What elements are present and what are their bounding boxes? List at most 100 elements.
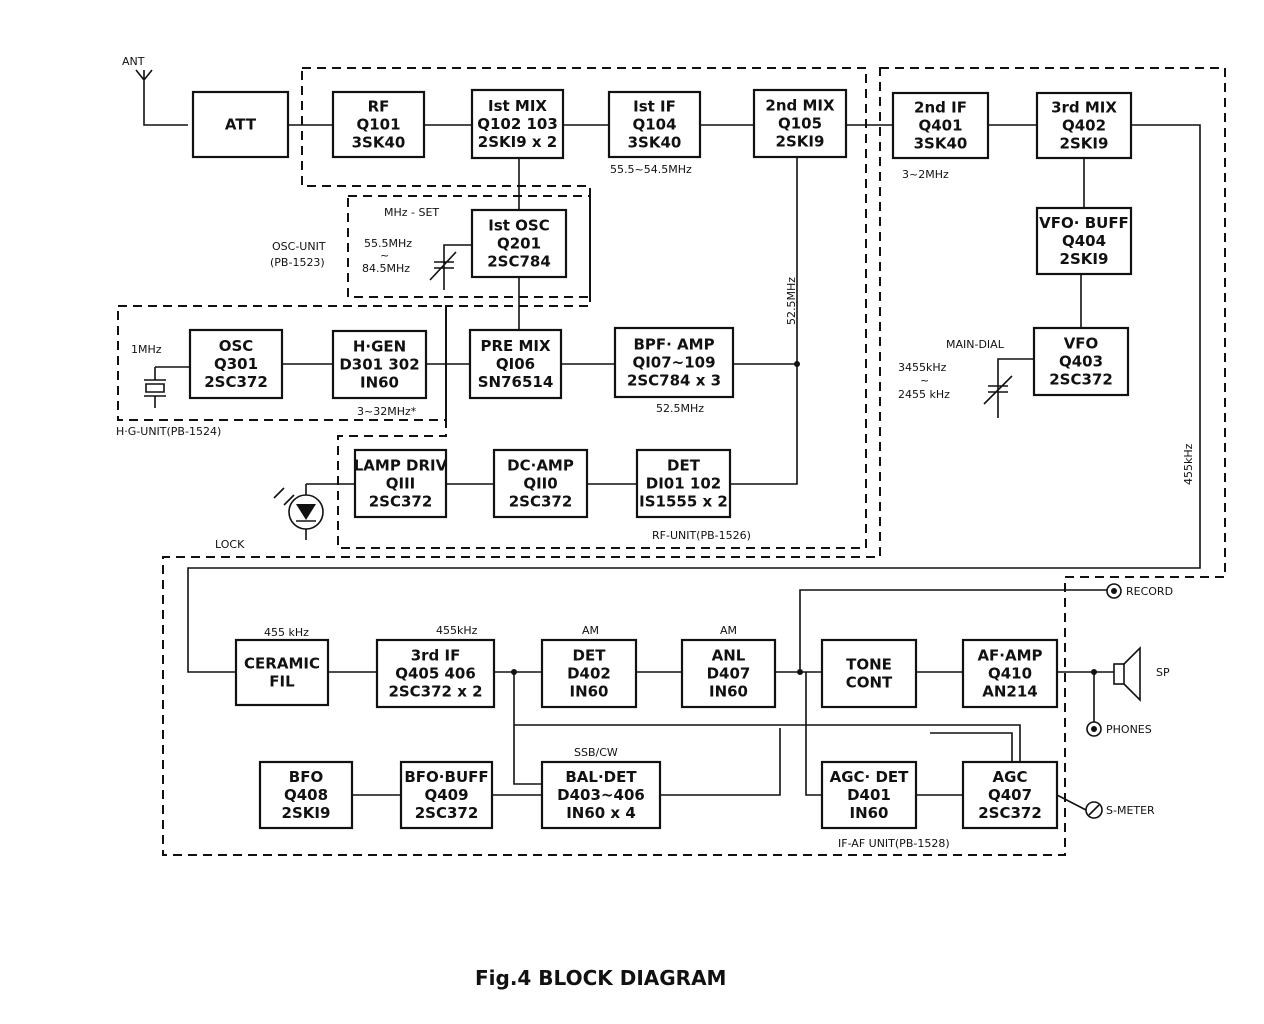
ceramic-freq-label: 455 kHz xyxy=(264,626,309,639)
block-label: BFO xyxy=(289,768,323,786)
block-box xyxy=(468,328,563,400)
block-label: Q402 xyxy=(1062,117,1106,135)
signal-wire xyxy=(1056,794,1087,811)
block-label: 2SC372 xyxy=(1049,371,1113,389)
block-label: DET xyxy=(667,457,701,475)
mhz-set-label: MHz - SET xyxy=(384,206,439,219)
block-label: BAL·DET xyxy=(565,768,637,786)
block-label: DET xyxy=(573,647,607,665)
block-label: D407 xyxy=(707,665,751,683)
block-label: Ist OSC xyxy=(488,217,549,235)
block-label: BPF· AMP xyxy=(633,336,714,354)
block-label: 3rd IF xyxy=(411,647,461,665)
unit-outlines xyxy=(117,67,1226,856)
block-box xyxy=(613,326,735,399)
block-label: Q408 xyxy=(284,786,328,804)
rf-unit-outline xyxy=(301,67,867,549)
hg-unit-outline xyxy=(117,305,447,421)
block-label: 2SC372 xyxy=(204,373,268,391)
block-label: Q104 xyxy=(632,116,676,134)
block-label: 3rd MIX xyxy=(1051,99,1117,117)
hg-unit-label: H·G-UNIT(PB-1524) xyxy=(116,425,221,438)
block-label: D401 xyxy=(847,786,891,804)
osc-range-high: 55.5MHz xyxy=(364,237,412,250)
block-label: 2SKI9 xyxy=(282,804,331,822)
block-label: SN76514 xyxy=(478,373,554,391)
block-label: Q201 xyxy=(497,235,541,253)
main-dial-label: MAIN-DIAL xyxy=(946,338,1005,351)
block-label: CERAMIC xyxy=(244,655,320,673)
block-box xyxy=(635,448,732,519)
block-label: 2SKI9 xyxy=(776,133,825,151)
block-box xyxy=(399,760,494,830)
speaker-icon xyxy=(1113,646,1141,702)
block-label: Q404 xyxy=(1062,232,1106,250)
block-box xyxy=(752,88,848,159)
block-label: 2SC784 x 3 xyxy=(627,372,721,390)
block-label: D301 302 xyxy=(339,356,419,374)
am-label-anl: AM xyxy=(720,624,737,637)
lock-label: LOCK xyxy=(215,538,245,551)
figure-caption: Fig.4 BLOCK DIAGRAM xyxy=(475,966,726,990)
block-att: ATT xyxy=(191,90,290,159)
junction-dot xyxy=(794,361,800,367)
if2-freq-label: 3~2MHz xyxy=(902,168,949,181)
block-label: Q101 xyxy=(356,116,400,134)
block-box xyxy=(191,90,290,159)
block-label: D402 xyxy=(567,665,611,683)
block-box xyxy=(1032,326,1130,397)
if-af-unit-outline xyxy=(162,67,1226,856)
block-label: Q105 xyxy=(778,115,822,133)
block-box xyxy=(607,90,702,159)
signal-wire xyxy=(930,732,1013,762)
block-label: AGC· DET xyxy=(830,768,910,786)
block-label: 2SC372 x 2 xyxy=(388,683,482,701)
block-label: QII0 xyxy=(523,475,557,493)
block-label: Q301 xyxy=(214,355,258,373)
block-label: IN60 x 4 xyxy=(566,804,636,822)
block-label: IN60 xyxy=(849,804,888,822)
signal-wire xyxy=(799,589,1107,672)
block-label: ANL xyxy=(712,647,746,665)
junction-dot xyxy=(797,669,803,675)
block-label: IN60 xyxy=(360,374,399,392)
block-label: D403~406 xyxy=(557,786,645,804)
block-label: 2nd IF xyxy=(914,99,967,117)
block-label: TONE xyxy=(846,656,892,674)
s-meter-icon xyxy=(1085,801,1103,819)
hg-freq-label: 3~32MHz* xyxy=(357,405,417,418)
block-label: Q407 xyxy=(988,786,1032,804)
block-box xyxy=(470,208,568,279)
sp-label: SP xyxy=(1156,666,1170,679)
block-label: Ist IF xyxy=(633,98,676,116)
block-box xyxy=(820,638,918,709)
block-label: RF xyxy=(368,98,390,116)
block-box xyxy=(331,329,428,400)
if-455-vertical: 455kHz xyxy=(1182,443,1195,485)
vfo-range-tilde: ~ xyxy=(920,374,929,387)
phones-label: PHONES xyxy=(1106,723,1152,736)
block-label: PRE MIX xyxy=(480,337,551,355)
block-box xyxy=(188,328,284,400)
if-af-unit-label: IF-AF UNIT(PB-1528) xyxy=(838,837,950,850)
block-label: 2SC372 xyxy=(369,493,433,511)
